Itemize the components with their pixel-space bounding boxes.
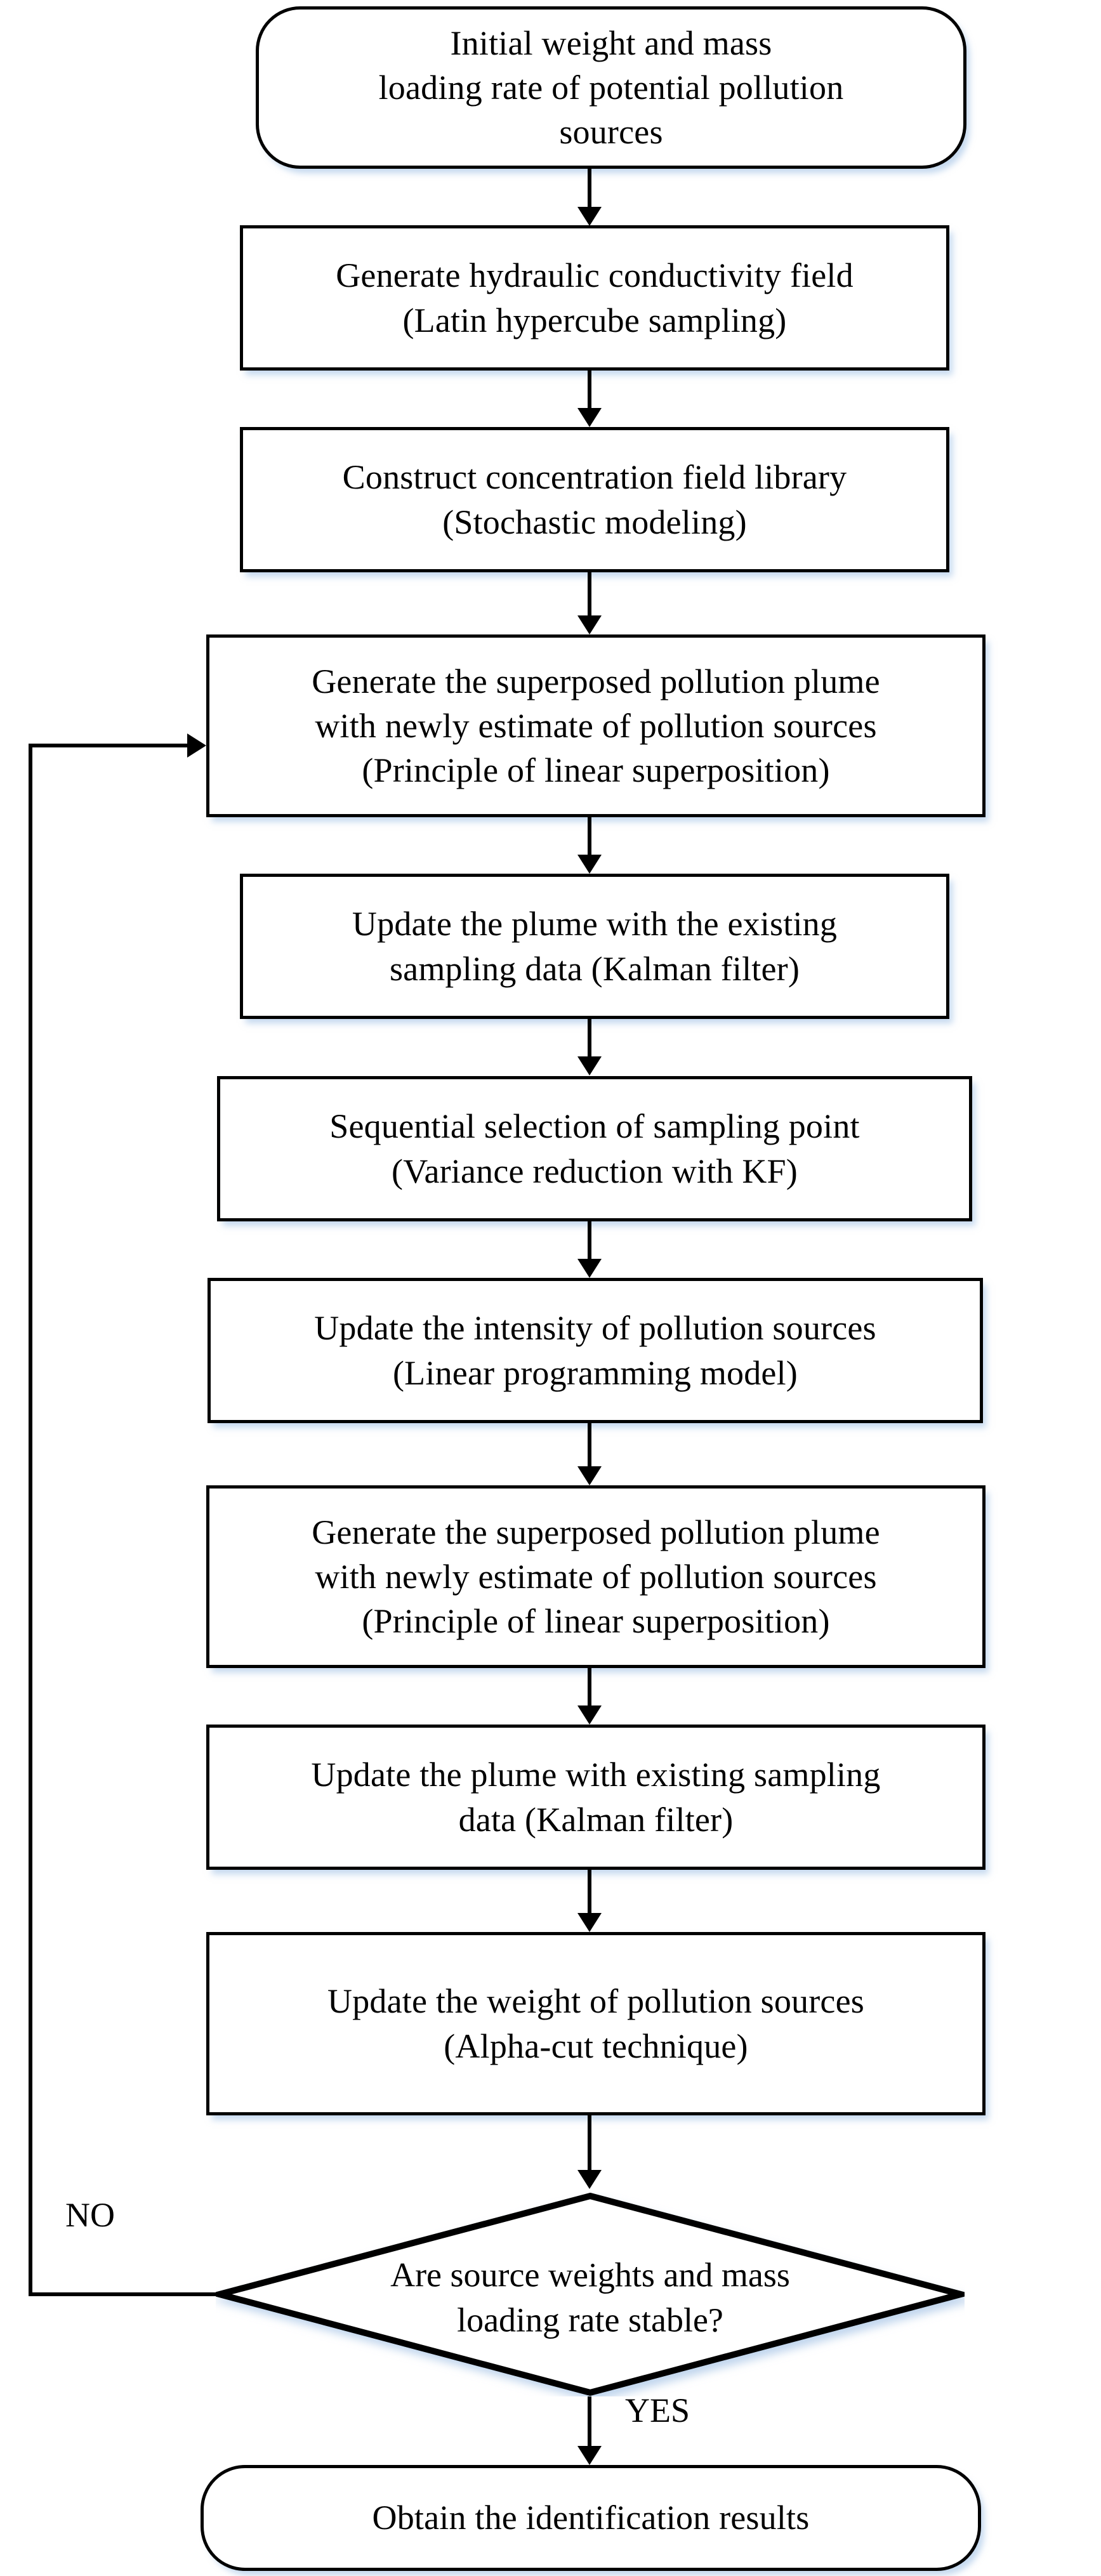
node-gen-plume-1-label: Generate the superposed pollution plume … (312, 662, 880, 790)
arrow-sequential-selection-to-update-intensity (577, 1259, 602, 1278)
node-end: Obtain the identification results (201, 2465, 981, 2571)
node-update-plume-1: Update the plume with the existing sampl… (240, 874, 949, 1019)
decision-diamond-shape (216, 2192, 965, 2396)
edge-label-yes: YES (625, 2391, 690, 2429)
arrow-loop-into-gen-plume-1 (187, 733, 206, 758)
node-start: Initial weight and mass loading rate of … (256, 6, 966, 169)
connector-gen-plume-2-to-update-plume-2 (588, 1668, 591, 1709)
connector-sequential-selection-to-update-intensity (588, 1221, 591, 1262)
node-gen-plume-2: Generate the superposed pollution plume … (206, 1485, 986, 1668)
arrow-start-to-gen-k-field (577, 207, 602, 226)
connector-update-weight-to-decision (588, 2115, 591, 2172)
node-gen-plume-1: Generate the superposed pollution plume … (206, 634, 986, 817)
connector-decision-to-end (588, 2396, 591, 2448)
connector-update-intensity-to-gen-plume-2 (588, 1423, 591, 1469)
loop-segment-bottom (29, 2292, 222, 2296)
connector-start-to-gen-k-field (588, 169, 591, 209)
arrow-update-intensity-to-gen-plume-2 (577, 1466, 602, 1485)
arrow-gen-plume-1-to-update-plume-1 (577, 855, 602, 874)
arrow-update-weight-to-decision (577, 2170, 602, 2189)
node-decision: Are source weights and mass loading rate… (216, 2192, 965, 2396)
connector-construct-library-to-gen-plume-1 (588, 572, 591, 618)
arrow-update-plume-2-to-update-weight (577, 1913, 602, 1932)
node-decision-label: Are source weights and mass loading rate… (390, 2256, 790, 2339)
node-update-intensity-label: Update the intensity of pollution source… (314, 1309, 876, 1392)
connector-gen-plume-1-to-update-plume-1 (588, 817, 591, 857)
node-update-plume-2-label: Update the plume with existing sampling … (311, 1756, 881, 1839)
connector-gen-k-field-to-construct-library (588, 371, 591, 411)
node-gen-plume-2-label: Generate the superposed pollution plume … (312, 1513, 880, 1641)
arrow-construct-library-to-gen-plume-1 (577, 615, 602, 634)
node-start-label: Initial weight and mass loading rate of … (378, 23, 844, 152)
node-update-weight-label: Update the weight of pollution sources (… (327, 1982, 864, 2065)
node-sequential-selection: Sequential selection of sampling point (… (217, 1076, 972, 1221)
arrow-gen-plume-2-to-update-plume-2 (577, 1705, 602, 1725)
node-sequential-selection-label: Sequential selection of sampling point (… (329, 1107, 860, 1190)
node-update-intensity: Update the intensity of pollution source… (208, 1278, 983, 1423)
node-end-label: Obtain the identification results (372, 2499, 810, 2537)
node-construct-library: Construct concentration field library (S… (240, 427, 949, 572)
node-update-weight: Update the weight of pollution sources (… (206, 1932, 986, 2115)
node-update-plume-2: Update the plume with existing sampling … (206, 1725, 986, 1870)
node-gen-k-field-label: Generate hydraulic conductivity field (L… (336, 256, 854, 339)
connector-update-plume-1-to-sequential-selection (588, 1019, 591, 1060)
node-construct-library-label: Construct concentration field library (S… (342, 458, 847, 541)
arrow-gen-k-field-to-construct-library (577, 408, 602, 427)
node-gen-k-field: Generate hydraulic conductivity field (L… (240, 225, 949, 371)
arrow-update-plume-1-to-sequential-selection (577, 1056, 602, 1075)
loop-segment-top (29, 744, 188, 747)
node-update-plume-1-label: Update the plume with the existing sampl… (352, 905, 838, 988)
loop-segment-left (29, 744, 32, 2296)
edge-label-no: NO (65, 2196, 115, 2234)
arrow-decision-to-end (577, 2446, 602, 2465)
connector-update-plume-2-to-update-weight (588, 1870, 591, 1916)
